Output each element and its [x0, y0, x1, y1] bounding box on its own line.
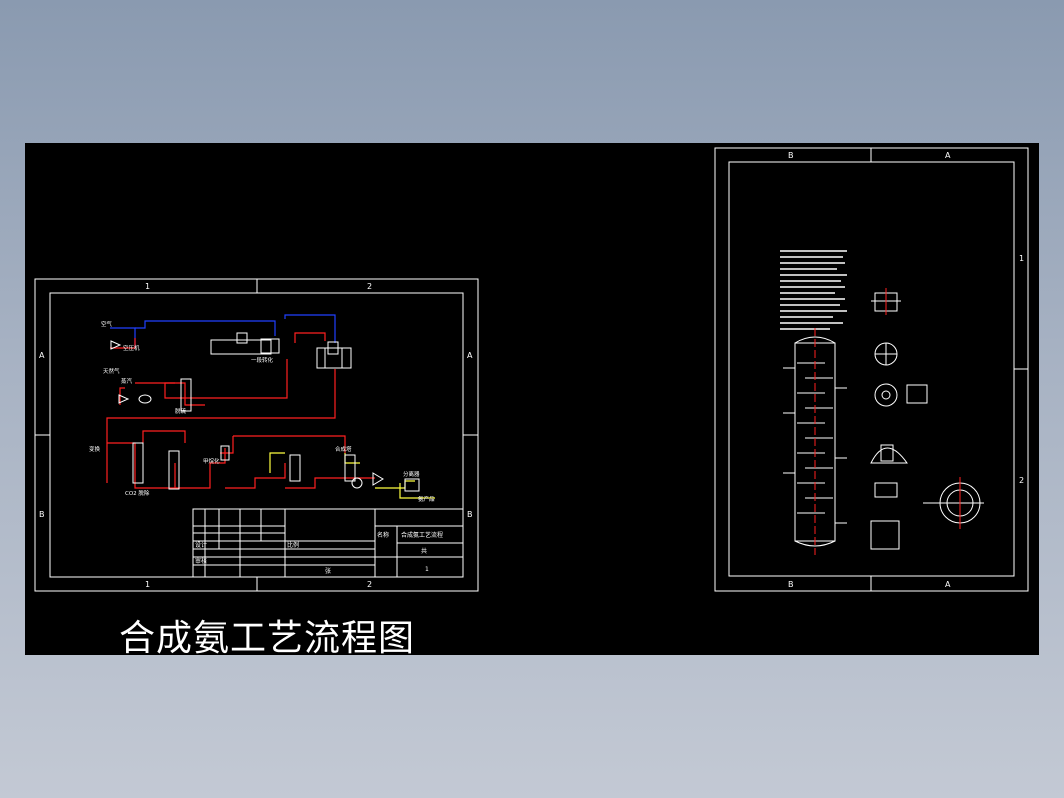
- title-block-count: 张: [325, 567, 331, 575]
- label-natural-gas: 天然气: [103, 367, 120, 375]
- label-air: 空气: [101, 320, 113, 328]
- separator-symbol: [404, 478, 420, 492]
- detail-head: [870, 447, 908, 464]
- air-flow-lines: [110, 314, 336, 348]
- label-compressor: 空压机: [123, 344, 140, 352]
- right-sheet-inner-frame: [728, 161, 1015, 577]
- title-block-name-label: 名称: [377, 531, 389, 539]
- label-synthesis: 合成塔: [335, 445, 352, 453]
- title-block-check: 审核: [195, 557, 207, 565]
- label-converter: 变换: [89, 445, 101, 453]
- equipment: [110, 332, 420, 492]
- compressor-symbol: [210, 339, 272, 355]
- right-top-zone-a: A: [945, 151, 951, 160]
- synthesis-tower: [344, 454, 356, 482]
- cad-drawing-area[interactable]: 1 2 1 2 A B A B: [25, 143, 1039, 659]
- label-methanation: 甲烷化: [203, 457, 220, 465]
- left-side-zone-b: B: [39, 510, 45, 519]
- title-block-scale: 比例: [287, 541, 299, 549]
- technical-notes: [780, 250, 847, 330]
- right-side-zone-b: B: [467, 510, 473, 519]
- detail-support: [874, 482, 898, 498]
- label-steam: 蒸汽: [121, 377, 133, 385]
- title-block: [192, 508, 464, 578]
- label-reformer: 一段转化: [251, 356, 274, 364]
- right-side-zone-a: A: [467, 351, 473, 360]
- title-block-drawing-title: 合成氨工艺流程: [401, 531, 443, 539]
- title-block-school: 共: [421, 547, 427, 555]
- left-side-zone-a: A: [39, 351, 45, 360]
- detail-views: [870, 292, 984, 550]
- drawing-caption: 合成氨工艺流程图: [119, 618, 416, 659]
- label-desulfur: 脱硫: [175, 407, 187, 415]
- detail-nozzle: [874, 383, 898, 407]
- detail-skirt: [870, 520, 900, 550]
- detail-centerlines: [885, 288, 961, 529]
- converter-column: [132, 442, 144, 484]
- right-bottom-zone-a: A: [945, 580, 951, 589]
- cad-drawing: 1 2 1 2 A B A B: [34, 147, 1029, 592]
- left-bottom-zone-2: 2: [367, 580, 372, 589]
- right-sheet: [714, 147, 1029, 592]
- gas-flow-lines: [106, 332, 375, 489]
- right-bottom-zone-b: B: [788, 580, 794, 589]
- label-product: 氨产品: [418, 495, 435, 503]
- desulfur-column: [180, 378, 192, 412]
- co2-absorber: [168, 450, 180, 490]
- right-top-zone-b: B: [788, 151, 794, 160]
- right-side-zone-2: 2: [1019, 476, 1024, 485]
- label-co2-removal: CO2 脱除: [125, 489, 150, 497]
- left-bottom-zone-1: 1: [145, 580, 150, 589]
- left-top-zone-2: 2: [367, 282, 372, 291]
- right-side-zone-1: 1: [1019, 254, 1024, 263]
- title-block-sheet-no: 1: [425, 566, 429, 573]
- left-top-zone-1: 1: [145, 282, 150, 291]
- methanator: [289, 454, 301, 482]
- title-block-design: 设计: [195, 541, 207, 549]
- reformer-symbol: [316, 347, 352, 369]
- label-separator: 分离器: [403, 470, 420, 478]
